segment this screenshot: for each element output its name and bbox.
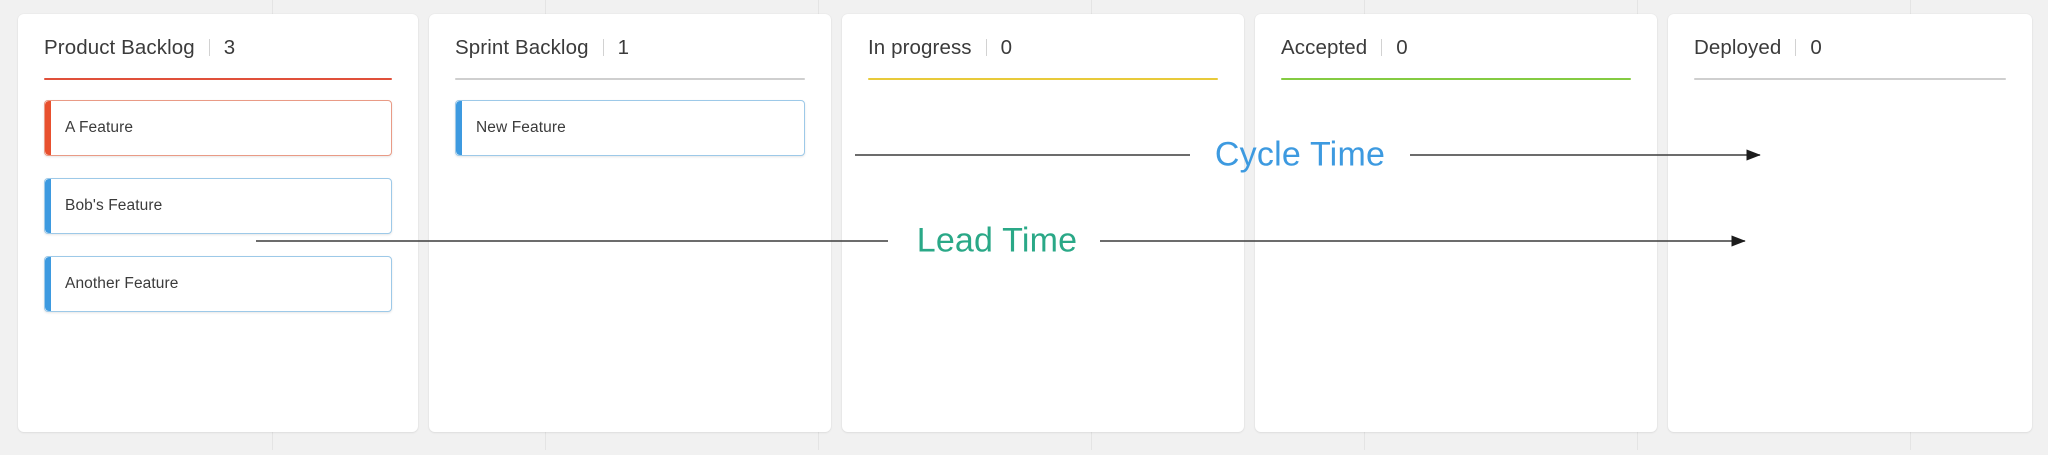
column-card-count: 1: [617, 36, 630, 59]
column-title-separator: [1795, 39, 1797, 56]
board-card[interactable]: A Feature: [44, 100, 392, 156]
column-card-count: 0: [1000, 36, 1013, 59]
card-title: Bob's Feature: [65, 197, 163, 214]
column-header: Sprint Backlog 1: [455, 36, 805, 62]
column-title: Deployed: [1694, 36, 1782, 59]
column-accent-rule: [1694, 78, 2006, 80]
column-accent-rule: [44, 78, 392, 80]
column-card-count: 0: [1810, 36, 1822, 59]
card-accent-bar: [45, 101, 51, 155]
column-title: Product Backlog: [44, 36, 195, 59]
card-accent-bar: [45, 257, 51, 311]
column-card-count: 0: [1396, 36, 1408, 59]
board-column-accepted[interactable]: Accepted 0: [1255, 14, 1657, 432]
card-accent-bar: [45, 179, 51, 233]
column-header: In progress 0: [868, 36, 1218, 62]
card-accent-bar: [456, 101, 462, 155]
card-title: A Feature: [65, 119, 134, 136]
board-column-deployed[interactable]: Deployed 0: [1668, 14, 2032, 432]
column-title: Accepted: [1281, 36, 1368, 59]
column-title-separator: [602, 39, 604, 56]
board-column-sprint-backlog[interactable]: Sprint Backlog 1 New Feature: [429, 14, 831, 432]
board-card[interactable]: New Feature: [455, 100, 805, 156]
column-accent-rule: [455, 78, 805, 80]
column-title-separator: [985, 39, 987, 56]
column-title-separator: [1381, 39, 1383, 56]
column-card-list: New Feature: [455, 100, 805, 156]
column-card-count: 3: [223, 36, 236, 59]
column-title: Sprint Backlog: [455, 36, 589, 59]
column-card-list: A Feature Bob's Feature Another Feature: [44, 100, 392, 312]
column-header: Deployed 0: [1694, 36, 2006, 62]
column-title: In progress: [868, 36, 972, 59]
column-title-separator: [208, 39, 210, 56]
board-column-in-progress[interactable]: In progress 0: [842, 14, 1244, 432]
card-title: New Feature: [476, 119, 566, 136]
board-card[interactable]: Another Feature: [44, 256, 392, 312]
board-card[interactable]: Bob's Feature: [44, 178, 392, 234]
column-header: Product Backlog 3: [44, 36, 392, 62]
card-title: Another Feature: [65, 275, 179, 292]
column-accent-rule: [1281, 78, 1631, 80]
board-column-product-backlog[interactable]: Product Backlog 3 A Feature Bob's Featur…: [18, 14, 418, 432]
column-header: Accepted 0: [1281, 36, 1631, 62]
column-accent-rule: [868, 78, 1218, 80]
